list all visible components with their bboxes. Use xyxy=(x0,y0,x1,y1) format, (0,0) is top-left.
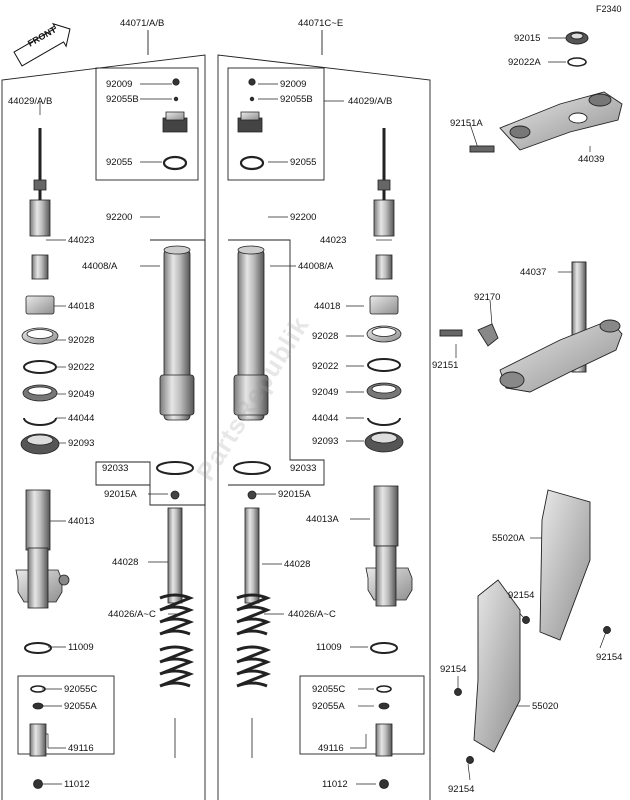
part-label: 44026/A~C xyxy=(288,609,336,620)
part-label: 92170 xyxy=(474,292,501,303)
part-label: 44023 xyxy=(68,235,95,246)
part-label: 55020A xyxy=(492,533,525,544)
part-label: 92015A xyxy=(104,489,137,500)
triple-clamps-and-guards xyxy=(439,31,623,764)
left-valve-kit-box xyxy=(17,675,115,755)
right-fork-parts xyxy=(233,78,413,789)
part-label: 92055B xyxy=(106,94,139,105)
part-label: 92015 xyxy=(514,33,541,44)
part-label: 49116 xyxy=(318,743,344,754)
part-label: 92055C xyxy=(312,684,346,695)
part-label: 92022 xyxy=(68,362,95,373)
part-label: 44039 xyxy=(578,154,605,165)
part-label: 92028 xyxy=(68,335,95,346)
part-label: 92055 xyxy=(106,157,133,168)
part-label: 44026/A~C xyxy=(108,609,156,620)
part-label: 44013A xyxy=(306,514,339,525)
part-label: 92151 xyxy=(432,360,459,371)
part-label: 92009 xyxy=(280,79,307,90)
part-label: 44044 xyxy=(68,413,95,424)
part-label: 92200 xyxy=(106,212,133,223)
part-label: 44018 xyxy=(68,301,95,312)
part-label: 92033 xyxy=(102,463,129,474)
part-label: 92154 xyxy=(596,652,623,663)
part-label: 92049 xyxy=(68,389,95,400)
part-label: 44028 xyxy=(284,559,311,570)
part-label: 11012 xyxy=(322,779,348,790)
part-label: 44071C~E xyxy=(298,18,344,29)
part-label: 49116 xyxy=(68,743,94,754)
part-label: 11012 xyxy=(64,779,90,790)
part-label: 92055A xyxy=(64,701,97,712)
left-cap-kit-box xyxy=(95,67,199,181)
part-label: 44013 xyxy=(68,516,95,527)
part-label: 44071/A/B xyxy=(120,18,165,29)
part-label: 92151A xyxy=(450,118,483,129)
part-label: 92055B xyxy=(280,94,313,105)
part-label: 44044 xyxy=(312,413,339,424)
part-label: 92055 xyxy=(290,157,317,168)
front-arrow-badge xyxy=(13,22,71,67)
part-label: 92028 xyxy=(312,331,339,342)
part-label: 44029/A/B xyxy=(348,96,393,107)
part-label: 92055C xyxy=(64,684,98,695)
part-label: 92009 xyxy=(106,79,133,90)
part-label: 44008/A xyxy=(298,261,334,272)
part-label: 92200 xyxy=(290,212,317,223)
part-label: 92022A xyxy=(508,57,541,68)
right-assembly-frame xyxy=(217,54,431,800)
part-label: 55020 xyxy=(532,701,559,712)
part-label: 92055A xyxy=(312,701,345,712)
figure-code: F2340 xyxy=(596,4,622,14)
right-cap-kit-box xyxy=(227,67,325,181)
part-label: 92049 xyxy=(312,387,339,398)
part-label: 11009 xyxy=(68,642,94,653)
part-label: 92093 xyxy=(312,436,339,447)
part-label: 92154 xyxy=(440,664,467,675)
part-label: 44028 xyxy=(112,557,139,568)
part-label: 92022 xyxy=(312,361,339,372)
part-label: 92093 xyxy=(68,438,95,449)
right-valve-kit-box xyxy=(299,675,425,755)
right-inner-tube-frame xyxy=(228,239,325,486)
left-assembly-frame xyxy=(1,54,206,800)
part-label: 92154 xyxy=(508,590,535,601)
part-label: 92033 xyxy=(290,463,317,474)
part-label: 11009 xyxy=(316,642,342,653)
part-label: 44008/A xyxy=(82,261,118,272)
part-label: 44023 xyxy=(320,235,347,246)
left-inner-tube-frame xyxy=(95,239,206,506)
part-label: 44037 xyxy=(520,267,547,278)
part-label: 44029/A/B xyxy=(8,96,53,107)
part-label: 44018 xyxy=(314,301,341,312)
part-label: 92154 xyxy=(448,784,475,795)
left-fork-parts xyxy=(15,78,195,789)
part-label: 92015A xyxy=(278,489,311,500)
